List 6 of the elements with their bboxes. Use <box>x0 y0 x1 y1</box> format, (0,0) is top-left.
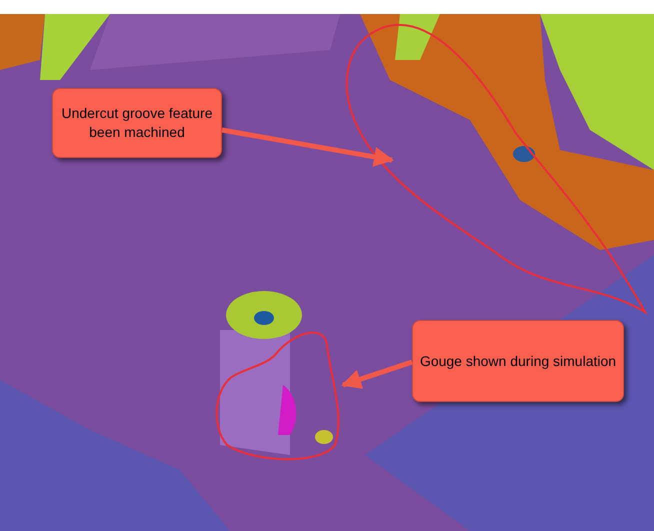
callout-text: Undercut groove feature been machined <box>60 104 214 142</box>
callout-box <box>52 88 222 158</box>
arrow <box>222 128 394 167</box>
callout-text: Gouge shown during simulation <box>420 352 616 370</box>
callout-box <box>412 320 624 402</box>
arrow <box>341 360 413 389</box>
